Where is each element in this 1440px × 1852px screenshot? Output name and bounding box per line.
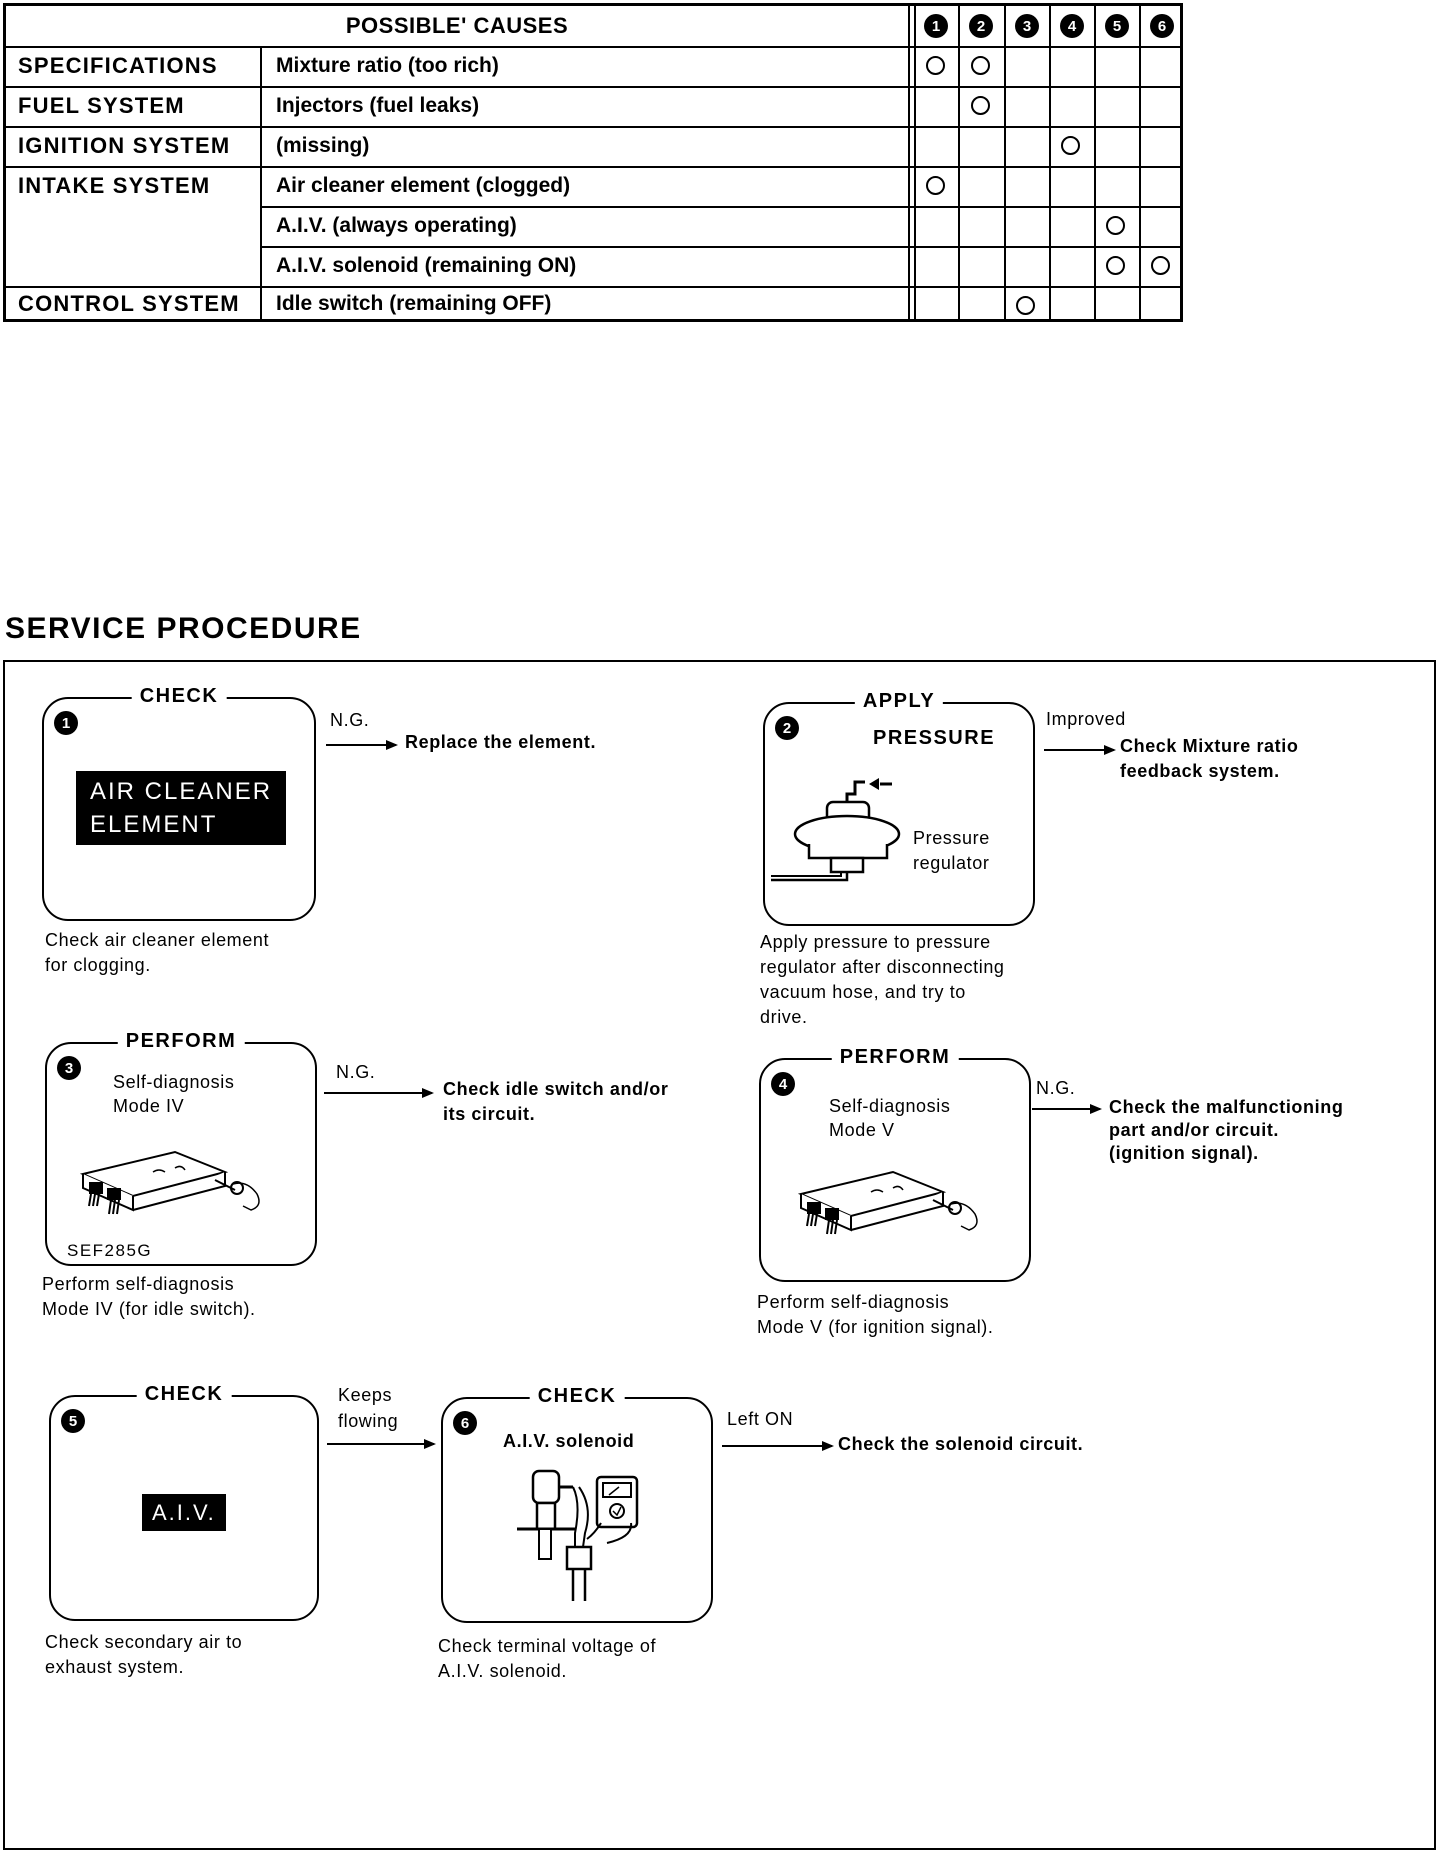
step-1-box: CHECK 1 AIR CLEANER ELEMENT — [42, 685, 316, 921]
step-5-arrow — [327, 1439, 436, 1449]
step-4-caption: Perform self-diagnosis Mode V (for ignit… — [757, 1292, 994, 1337]
category-cell: CONTROL SYSTEM — [18, 291, 240, 316]
solenoid-voltage-test-illustration — [517, 1469, 639, 1601]
cause-cell: Injectors (fuel leaks) — [276, 94, 480, 117]
category-cell: FUEL SYSTEM — [18, 93, 185, 118]
illustration-code: SEF285G — [67, 1241, 153, 1260]
table-rule — [1004, 6, 1006, 319]
service-procedure-title: SERVICE PROCEDURE — [5, 612, 362, 645]
step-6-caption: Check terminal voltage of A.I.V. solenoi… — [438, 1636, 657, 1681]
table-rule — [260, 46, 262, 319]
ecu-diagnosis-illustration — [79, 1150, 260, 1215]
cause-mark-circle — [1151, 256, 1170, 275]
step-4-action: Check the malfunctioning part and/or cir… — [1109, 1097, 1344, 1163]
cause-cell: Idle switch (remaining OFF) — [276, 292, 552, 315]
step-1-caption: Check air cleaner element for clogging. — [45, 930, 270, 975]
step-3-inner-text: Self-diagnosis Mode IV — [113, 1072, 235, 1116]
aiv-solenoid-label: A.I.V. solenoid — [503, 1431, 635, 1451]
step-6-action: Check the solenoid circuit. — [838, 1434, 1084, 1454]
cause-mark-circle — [971, 96, 990, 115]
cause-mark-circle — [1016, 296, 1035, 315]
cause-mark-circle — [926, 56, 945, 75]
table-rule — [958, 6, 960, 319]
pressure-label: PRESSURE — [873, 727, 996, 749]
step-2-result: Improved — [1046, 709, 1126, 729]
step-6-box: CHECK 6 A.I.V. solenoid — [441, 1385, 713, 1623]
step-1-arrow — [326, 740, 398, 750]
category-cell: IGNITION SYSTEM — [18, 133, 231, 158]
table-rule — [6, 166, 1180, 168]
step-3-action: Check idle switch and/or its circuit. — [443, 1079, 669, 1124]
step-5-title: CHECK — [136, 1383, 232, 1406]
table-header: POSSIBLE' CAUSES — [345, 13, 569, 38]
cause-mark-circle — [1106, 216, 1125, 235]
aiv-label: A.I.V. — [142, 1494, 226, 1531]
step-1-title: CHECK — [131, 685, 227, 708]
step-5-caption: Check secondary air to exhaust system. — [45, 1632, 243, 1677]
cause-mark-circle — [1061, 136, 1080, 155]
step-2-arrow — [1044, 745, 1116, 755]
step-5-box: CHECK 5 A.I.V. — [49, 1383, 319, 1621]
step-4-box: PERFORM 4 Self-diagnosis Mode V — [759, 1046, 1031, 1282]
table-rule — [6, 46, 1180, 48]
step-3-box: PERFORM 3 Self-diagnosis Mode IV SEF285G — [45, 1030, 317, 1266]
step-number-badge: 2 — [969, 14, 993, 38]
table-rule — [908, 6, 910, 319]
step-1-action: Replace the element. — [405, 732, 597, 752]
step-number-badge: 1 — [924, 14, 948, 38]
table-rule — [260, 206, 1180, 208]
step-6-result: Left ON — [727, 1409, 794, 1429]
step-2-box: APPLY 2 PRESSURE Pressure regulator — [763, 690, 1035, 926]
step-2-number: 2 — [775, 716, 799, 740]
possible-causes-table: POSSIBLE' CAUSES SPECIFICATIONS FUEL SYS… — [3, 3, 1183, 322]
step-4-arrow — [1032, 1104, 1102, 1114]
air-cleaner-element-label: AIR CLEANER ELEMENT — [76, 771, 287, 845]
step-3-result: N.G. — [336, 1062, 376, 1082]
step-3-arrow — [324, 1088, 434, 1098]
table-rule — [1094, 6, 1096, 319]
cause-cell: Mixture ratio (too rich) — [276, 54, 499, 77]
cause-cell: Air cleaner element (clogged) — [276, 174, 571, 197]
step-3-number: 3 — [57, 1056, 81, 1080]
table-rule — [1139, 6, 1141, 319]
step-number-badge: 3 — [1015, 14, 1039, 38]
table-rule — [6, 86, 1180, 88]
step-5-result: Keeps flowing — [338, 1385, 399, 1431]
table-rule — [914, 6, 916, 319]
cause-cell: (missing) — [276, 134, 370, 157]
category-cell: SPECIFICATIONS — [18, 53, 218, 78]
category-cell: INTAKE SYSTEM — [18, 173, 211, 198]
step-4-inner-text: Self-diagnosis Mode V — [829, 1096, 951, 1140]
service-procedure-frame — [3, 660, 1436, 1850]
table-rule — [6, 126, 1180, 128]
cause-cell: A.I.V. (always operating) — [276, 214, 517, 237]
step-2-caption: Apply pressure to pressure regulator aft… — [760, 932, 1005, 1027]
step-2-title: APPLY — [854, 690, 944, 713]
pressure-regulator-illustration — [771, 778, 901, 882]
step-6-number: 6 — [453, 1411, 477, 1435]
table-rule — [6, 286, 1180, 288]
step-number-badge: 6 — [1150, 14, 1174, 38]
pressure-regulator-label: Pressure regulator — [913, 828, 990, 873]
step-1-result: N.G. — [330, 710, 370, 730]
step-5-number: 5 — [61, 1409, 85, 1433]
step-3-caption: Perform self-diagnosis Mode IV (for idle… — [42, 1274, 256, 1319]
step-6-arrow — [722, 1441, 834, 1451]
step-6-title: CHECK — [529, 1385, 625, 1408]
step-1-number: 1 — [54, 711, 78, 735]
step-4-title: PERFORM — [831, 1046, 959, 1069]
ecu-diagnosis-illustration — [797, 1170, 978, 1235]
table-rule — [1049, 6, 1051, 319]
table-rule — [260, 246, 1180, 248]
cause-cell: A.I.V. solenoid (remaining ON) — [276, 254, 577, 277]
cause-mark-circle — [926, 176, 945, 195]
step-2-action: Check Mixture ratio feedback system. — [1120, 736, 1299, 781]
step-3-title: PERFORM — [117, 1030, 245, 1053]
cause-mark-circle — [1106, 256, 1125, 275]
step-number-badge: 5 — [1105, 14, 1129, 38]
step-4-number: 4 — [771, 1072, 795, 1096]
step-4-result: N.G. — [1036, 1078, 1076, 1098]
step-number-badge: 4 — [1060, 14, 1084, 38]
cause-mark-circle — [971, 56, 990, 75]
